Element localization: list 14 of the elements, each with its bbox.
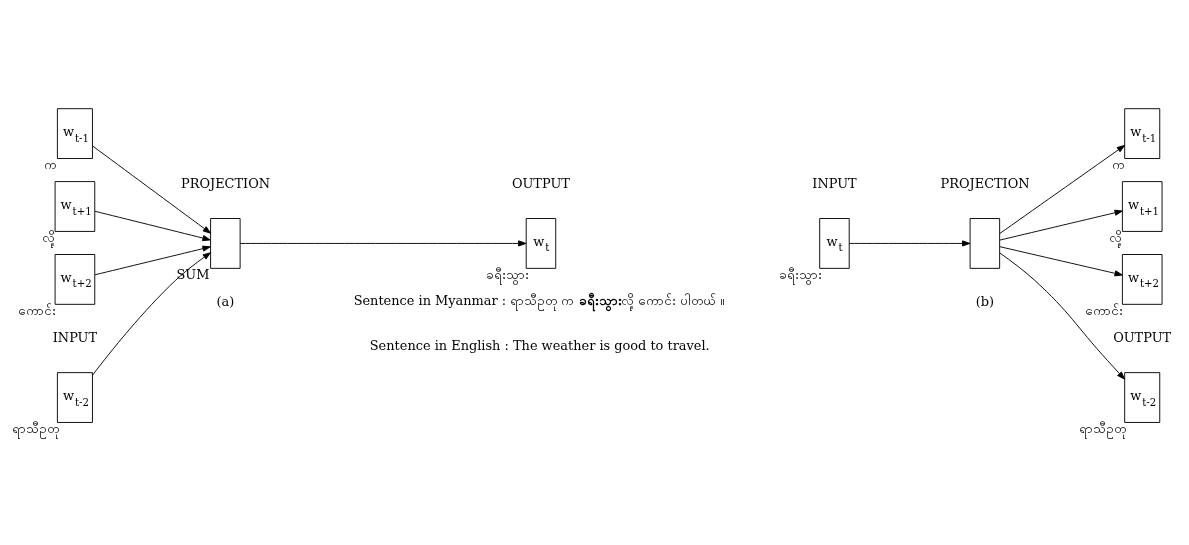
label: OUTPUT [511,175,570,191]
label: INPUT [52,329,98,345]
label: Sentence in English : The weather is good to travel. [369,338,710,354]
label: PROJECTION [181,175,271,191]
label: OUTPUT [1113,329,1172,345]
node-label: က [44,156,57,172]
node-label: ကောင်း [1085,302,1124,318]
node-label: က [1111,156,1124,172]
label: (a) [216,293,235,309]
node-label: ကောင်း [18,302,57,318]
label: (b) [975,293,994,309]
node-label: SUM [176,266,210,282]
label: INPUT [812,175,857,191]
label: PROJECTION [940,175,1030,191]
